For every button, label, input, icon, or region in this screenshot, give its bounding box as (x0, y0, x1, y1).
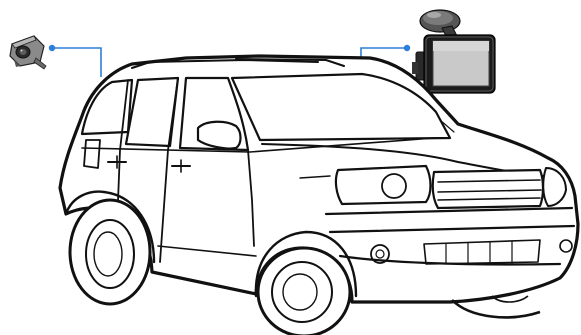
gps-monitor-icon (412, 10, 495, 93)
backup-camera-icon (10, 36, 46, 69)
headlight (336, 166, 431, 204)
front-wheel (258, 248, 350, 335)
rear-wheel (70, 200, 150, 304)
side-mirror (198, 122, 241, 149)
callout-rear-camera (49, 45, 101, 77)
callout-rear-camera-line (52, 48, 101, 77)
grille (433, 170, 543, 208)
